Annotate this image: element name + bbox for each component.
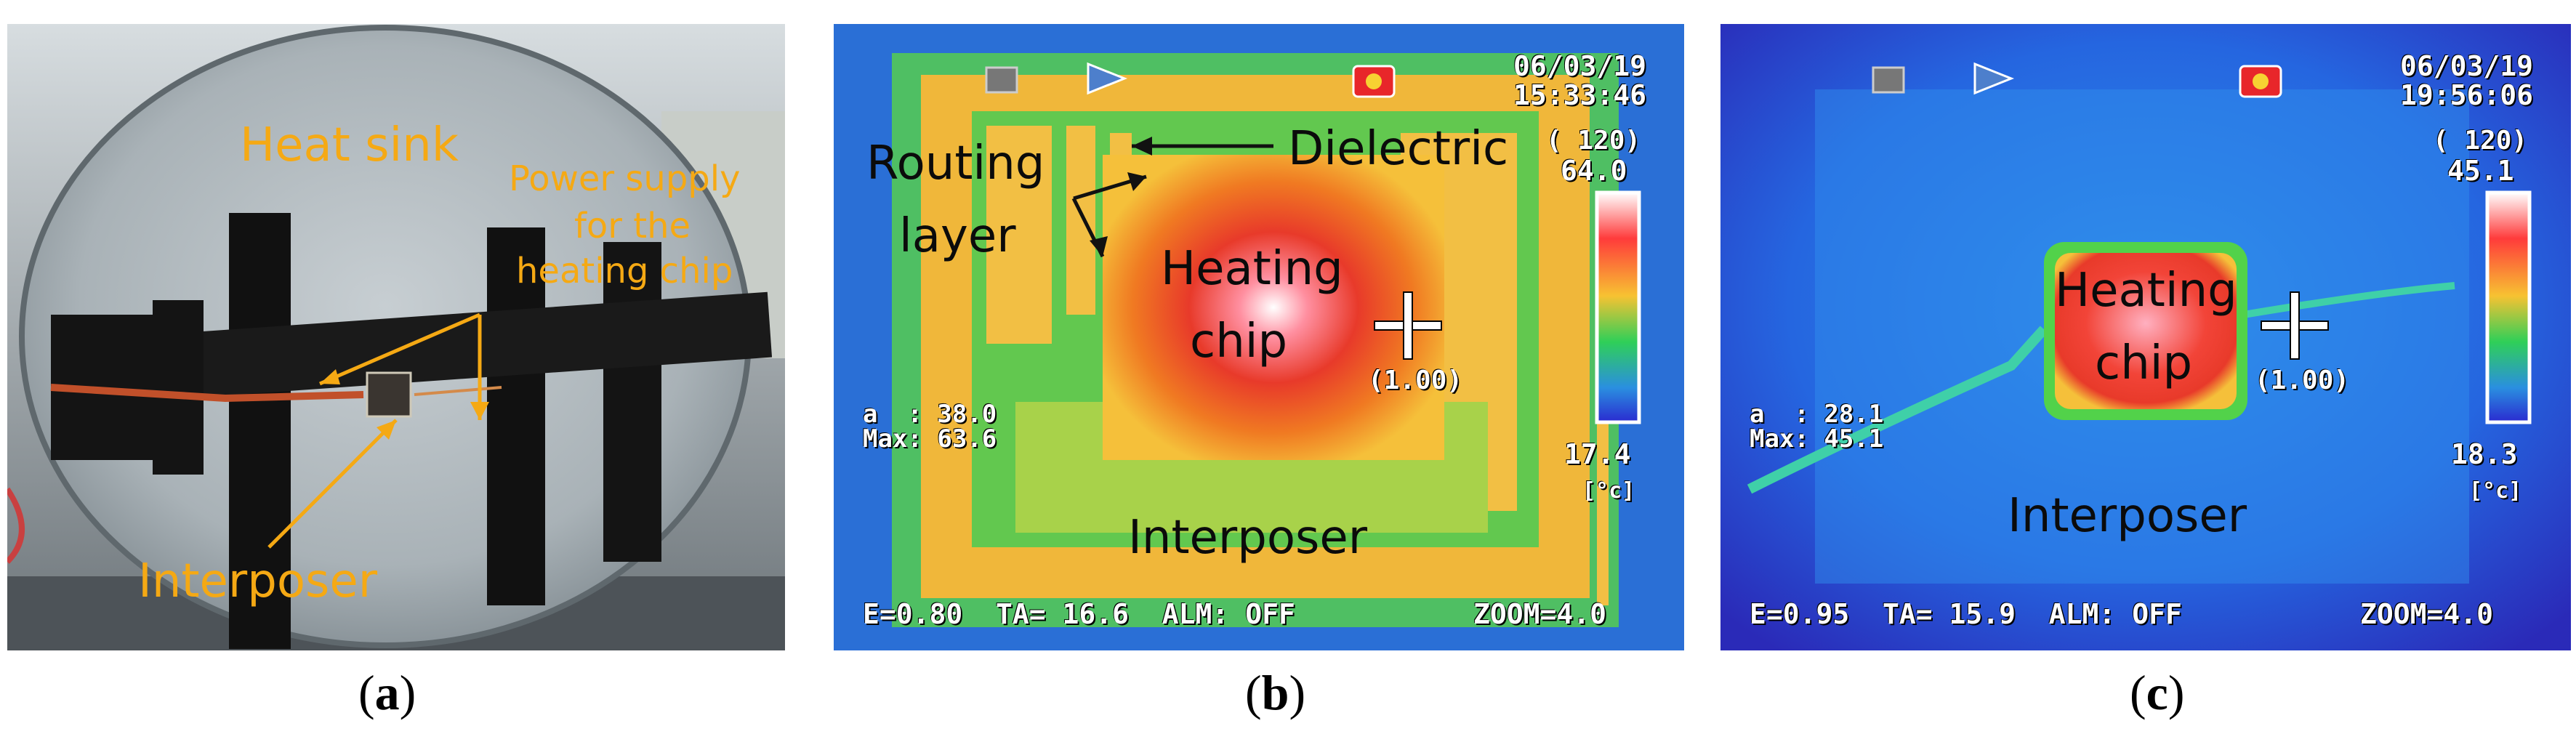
range-indicator: ( 120) (2433, 126, 2528, 156)
thermal-image-c (1720, 24, 2571, 650)
thermal-image-b (834, 24, 1684, 650)
scale-min-value: 17.4 (1564, 438, 1631, 470)
emissivity-marker: (1.00) (2255, 366, 2350, 395)
tape-strip (229, 213, 291, 649)
zoom-level: ZOOM=4.0 (2360, 598, 2494, 630)
tape-strip (487, 227, 545, 605)
point-max-reading: Max: 45.1 (1750, 424, 1884, 453)
emissivity-marker: (1.00) (1368, 366, 1463, 395)
scale-unit: [°c] (1582, 478, 1635, 504)
range-indicator: ( 120) (1546, 126, 1641, 156)
memory-icon (1872, 66, 1905, 94)
crosshair-cursor (2262, 293, 2327, 358)
heating-chip-hotspot (1103, 155, 1444, 460)
label-heat-sink: Heat sink (240, 118, 459, 172)
timestamp-time: 15:33:46 (1513, 79, 1647, 111)
battery-icon (1973, 62, 2015, 95)
crosshair-cursor (1375, 293, 1441, 358)
label-power-supply-line3: heating chip (516, 251, 733, 291)
scale-unit: [°c] (2469, 478, 2522, 504)
caption-a: (a) (358, 665, 416, 720)
label-heating-line2: chip (1190, 315, 1288, 368)
label-heating-line2: chip (2095, 336, 2193, 390)
temperature-scale-bar (2485, 190, 2532, 424)
battery-icon (1087, 62, 1128, 95)
temperature-scale-bar (1595, 190, 1641, 424)
label-dielectric: Dielectric (1288, 122, 1509, 176)
thermal-panel-b: 06/03/19 15:33:46 ( 120) 64.0 17.4 [°c] … (834, 24, 1684, 650)
status-line: E=0.80 TA= 16.6 ALM: OFF (863, 598, 1295, 630)
scale-max-value: 64.0 (1561, 155, 1627, 187)
caption-b: (b) (1245, 665, 1306, 720)
label-routing-line2: layer (899, 209, 1016, 263)
scale-max-value: 45.1 (2447, 155, 2514, 187)
label-heating-line1: Heating (2055, 264, 2237, 318)
timestamp-time: 19:56:06 (2400, 79, 2534, 111)
thermal-panel-c: 06/03/19 19:56:06 ( 120) 45.1 18.3 [°c] … (1720, 24, 2571, 650)
interposer-sample (366, 371, 412, 418)
memory-icon (985, 66, 1018, 94)
scale-min-value: 18.3 (2451, 438, 2518, 470)
status-line: E=0.95 TA= 15.9 ALM: OFF (1750, 598, 2182, 630)
point-a-reading: a : 28.1 (1750, 400, 1884, 429)
label-interposer: Interposer (138, 555, 378, 608)
timestamp-date: 06/03/19 (1513, 50, 1647, 82)
label-routing-line1: Routing (866, 137, 1045, 190)
label-interposer: Interposer (2008, 489, 2247, 543)
heat-sink-photo (7, 24, 785, 650)
label-heating-line1: Heating (1161, 242, 1343, 296)
label-power-supply-line1: Power supply (509, 158, 741, 199)
zoom-level: ZOOM=4.0 (1473, 598, 1607, 630)
photo-panel-a: Heat sink Power supply for the heating c… (7, 24, 785, 650)
point-max-reading: Max: 63.6 (863, 424, 997, 453)
point-a-reading: a : 38.0 (863, 400, 997, 429)
label-interposer: Interposer (1128, 511, 1368, 565)
heating-chip-hotspot (2055, 253, 2237, 409)
label-power-supply-line2: for the (574, 206, 691, 246)
caption-c: (c) (2130, 665, 2185, 720)
timestamp-date: 06/03/19 (2400, 50, 2534, 82)
